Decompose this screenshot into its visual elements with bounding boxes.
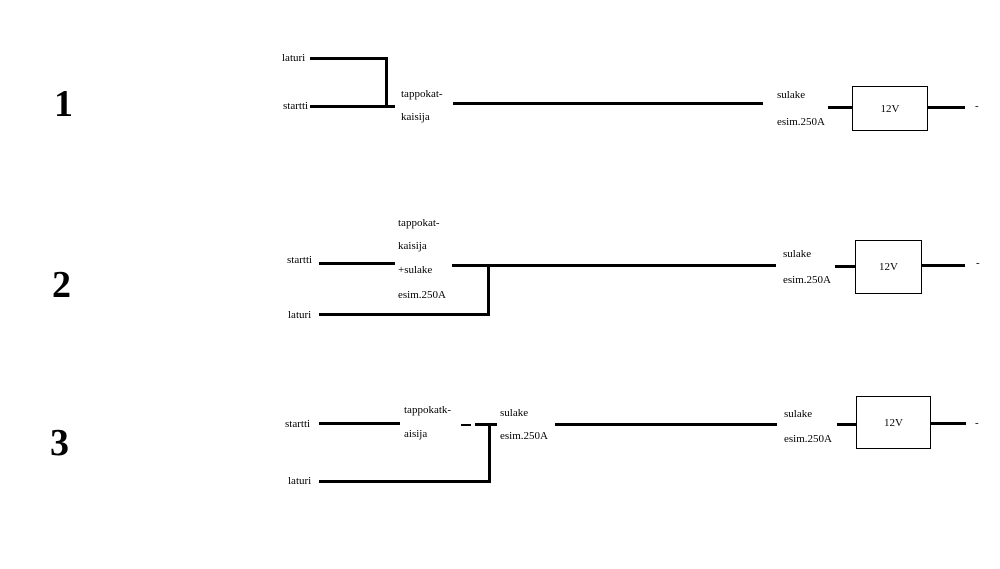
minus-label: -	[976, 257, 980, 269]
battery-label: 12V	[879, 261, 898, 273]
switch-label-line4: esim.250A	[398, 289, 446, 301]
diagram-number-2: 2	[52, 264, 71, 306]
battery-wire-right	[927, 106, 965, 109]
fuse-label-line1: sulake	[783, 248, 812, 260]
switch-label-line1: tappokatk-	[404, 404, 452, 416]
junction-wire	[475, 423, 497, 426]
battery-wire-left	[828, 106, 853, 109]
main-wire	[555, 423, 777, 426]
fuse-label-line2: esim.250A	[777, 116, 825, 128]
startti-wire	[319, 262, 395, 265]
battery-wire-left	[837, 423, 857, 426]
diagram-number-1: 1	[54, 83, 73, 125]
fuse1-label-line2: esim.250A	[500, 430, 548, 442]
startti-label: startti	[287, 254, 313, 266]
battery-wire-right	[930, 422, 966, 425]
battery-wire-left	[835, 265, 856, 268]
switch-label-line3: +sulake	[398, 264, 433, 276]
battery-wire-right	[921, 264, 965, 267]
laturi-label: laturi	[282, 52, 306, 64]
startti-label: startti	[285, 418, 311, 430]
battery-12v: 12V	[852, 86, 928, 131]
switch-label-line1: tappokat-	[398, 217, 440, 229]
laturi-vertical-wire	[487, 264, 490, 316]
laturi-label: laturi	[288, 475, 312, 487]
switch-short-wire	[461, 424, 471, 426]
laturi-wire	[319, 313, 490, 316]
laturi-wire	[319, 480, 491, 483]
startti-label: startti	[283, 100, 309, 112]
fuse2-label-line1: sulake	[784, 408, 813, 420]
switch-short-wire	[452, 264, 460, 267]
startti-wire	[310, 105, 395, 108]
startti-wire	[319, 422, 400, 425]
main-wire	[460, 264, 776, 267]
laturi-wire	[310, 57, 388, 60]
battery-label: 12V	[884, 416, 903, 429]
laturi-label: laturi	[288, 309, 312, 321]
laturi-vertical-wire	[488, 423, 491, 483]
switch-label-line2: aisija	[404, 428, 428, 440]
minus-label: -	[975, 100, 979, 112]
switch-label-line1: tappokat-	[401, 88, 443, 100]
battery-label: 12V	[880, 102, 900, 115]
main-wire	[453, 102, 763, 105]
switch-label-line2: kaisija	[398, 240, 427, 252]
minus-label: -	[975, 417, 979, 429]
fuse-label-line2: esim.250A	[783, 274, 831, 286]
laturi-vertical-wire	[385, 57, 388, 108]
battery-12v: 12V	[856, 396, 931, 449]
fuse-label-line1: sulake	[777, 89, 806, 101]
battery-12v: 12V	[855, 240, 922, 294]
switch-label-line2: kaisija	[401, 111, 430, 123]
diagram-number-3: 3	[50, 422, 69, 464]
fuse2-label-line2: esim.250A	[784, 433, 832, 445]
fuse1-label-line1: sulake	[500, 407, 529, 419]
